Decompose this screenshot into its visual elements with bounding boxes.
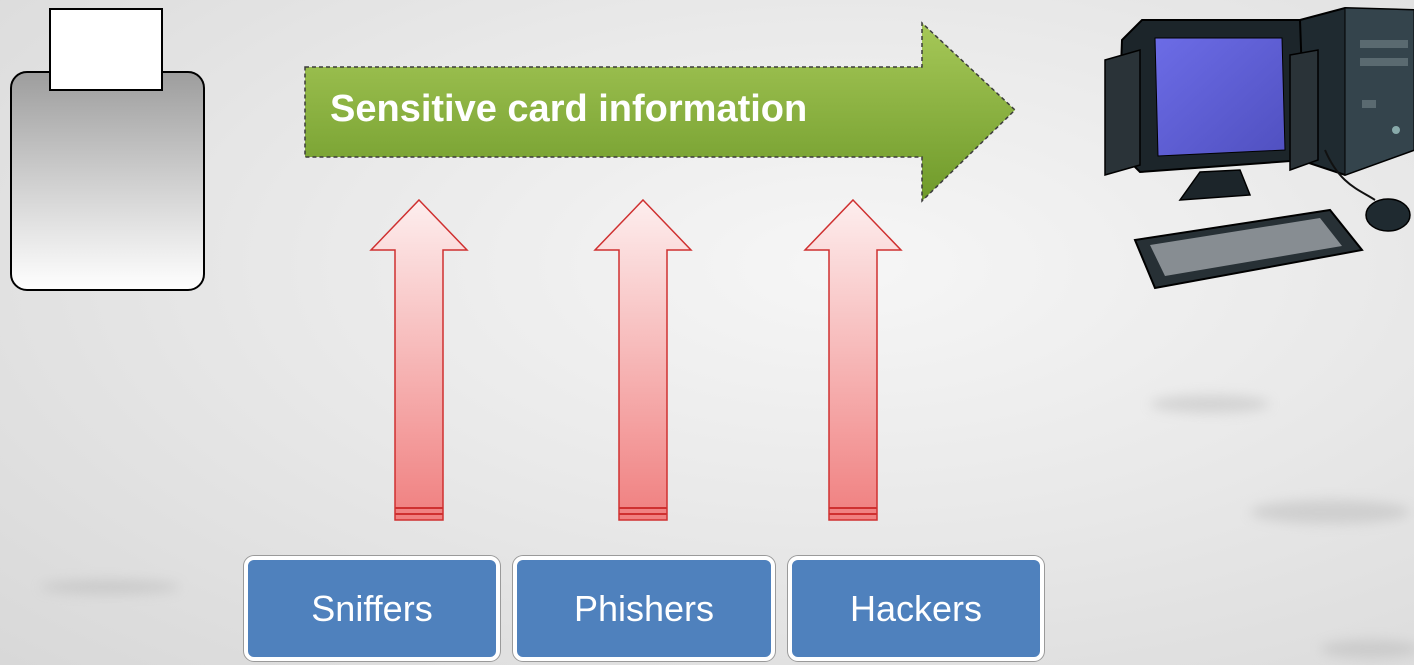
threat-box-phishers: Phishers: [513, 556, 775, 661]
card-reader-icon: [10, 8, 205, 291]
main-arrow-shape: [304, 21, 1017, 203]
threat-box-sniffers: Sniffers: [244, 556, 500, 661]
threat-arrow-hackers: [803, 198, 903, 521]
threat-box-hackers: Hackers: [788, 556, 1044, 661]
desktop-computer-icon: [1104, 6, 1414, 290]
main-arrow-label: Sensitive card information: [330, 88, 808, 130]
threat-arrow-sniffers: [369, 198, 469, 521]
threat-arrow-phishers: [593, 198, 693, 521]
